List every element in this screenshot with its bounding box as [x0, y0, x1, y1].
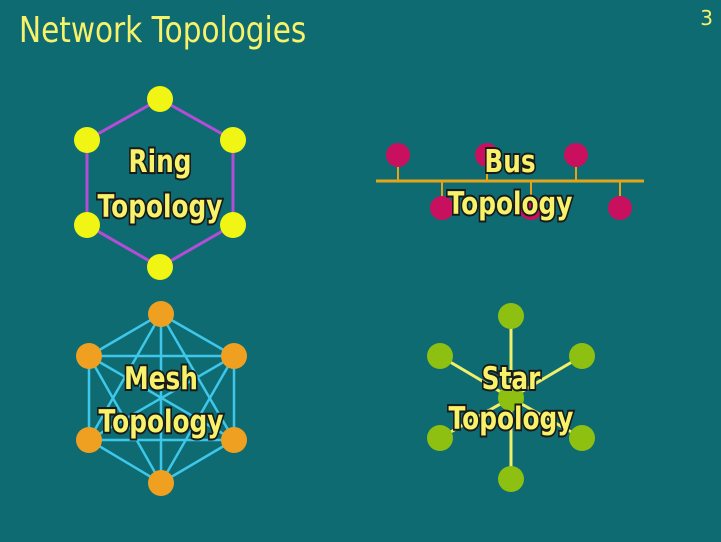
mesh-node	[221, 427, 247, 453]
bus-node	[475, 143, 499, 167]
page-number: 3	[700, 6, 713, 30]
bus-label-line1: Bus	[484, 143, 535, 179]
slide-title: Network Topologies	[19, 10, 307, 51]
mesh-node	[76, 427, 102, 453]
star-spokes	[439, 316, 583, 479]
star-node	[498, 466, 524, 492]
star-label-line1: Star	[482, 360, 541, 396]
star-node	[427, 343, 453, 369]
mesh-topology: Mesh Topology	[76, 301, 247, 496]
star-label-line2: Topology	[449, 400, 574, 436]
ring-node	[220, 127, 246, 153]
mesh-node	[148, 470, 174, 496]
bus-node	[386, 143, 410, 167]
ring-node	[74, 127, 100, 153]
bus-node	[519, 196, 543, 220]
mesh-label-line2: Topology	[99, 403, 224, 439]
ring-node	[147, 254, 173, 280]
bus-node	[608, 196, 632, 220]
star-node	[569, 343, 595, 369]
ring-line	[85, 97, 235, 269]
star-node	[569, 425, 595, 451]
star-node	[498, 303, 524, 329]
star-topology: Star Topology	[427, 303, 595, 492]
ring-node	[147, 86, 173, 112]
mesh-node	[221, 343, 247, 369]
ring-topology: Ring Topology	[74, 86, 246, 280]
bus-topology: Bus Topology	[376, 141, 644, 224]
ring-label-line2: Topology	[98, 188, 223, 224]
star-node	[427, 425, 453, 451]
ring-node	[74, 212, 100, 238]
ring-label-line1: Ring	[129, 143, 192, 179]
star-hub	[498, 385, 524, 411]
mesh-label-line1: Mesh	[124, 360, 198, 396]
mesh-links	[87, 312, 236, 485]
bus-node	[430, 196, 454, 220]
ring-node	[220, 212, 246, 238]
mesh-node	[148, 301, 174, 327]
bus-node	[564, 143, 588, 167]
mesh-node	[76, 343, 102, 369]
bus-label-line2: Topology	[448, 185, 573, 221]
